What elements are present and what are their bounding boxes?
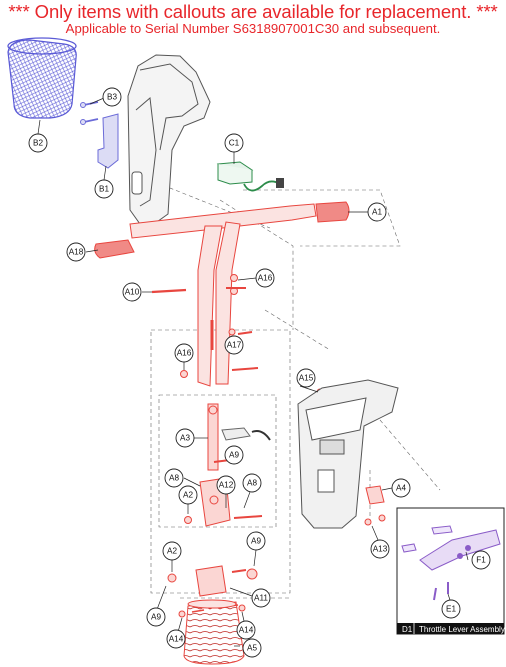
svg-text:E1: E1 xyxy=(446,605,456,614)
svg-text:A16: A16 xyxy=(177,349,192,358)
svg-text:A1: A1 xyxy=(372,208,382,217)
callout-B1: B1 xyxy=(94,179,114,199)
callout-A15-left: A14 xyxy=(166,629,186,649)
svg-text:C1: C1 xyxy=(229,139,240,148)
svg-text:F1: F1 xyxy=(476,556,486,565)
handlebar-part xyxy=(94,201,350,387)
callout-A7: A9 xyxy=(224,445,244,465)
svg-text:B3: B3 xyxy=(107,93,117,102)
basket-bracket-part xyxy=(80,101,119,169)
svg-text:A17: A17 xyxy=(227,341,242,350)
callout-A12: A12 xyxy=(216,475,236,495)
callout-A8: A8 xyxy=(242,473,262,493)
svg-text:A14: A14 xyxy=(169,635,184,644)
control-console-frame xyxy=(297,379,399,529)
svg-text:A15: A15 xyxy=(299,374,314,383)
svg-text:A8: A8 xyxy=(247,479,257,488)
callout-B3: B3 xyxy=(102,87,122,107)
svg-text:B2: B2 xyxy=(33,139,43,148)
svg-text:A4: A4 xyxy=(396,484,406,493)
hardware-parts xyxy=(151,274,386,618)
callout-A3: A3 xyxy=(175,428,195,448)
svg-text:A11: A11 xyxy=(254,594,268,603)
callout-A10: A10 xyxy=(122,282,142,302)
callout-A2-lower: A2 xyxy=(162,541,182,561)
svg-text:A13: A13 xyxy=(373,545,388,554)
svg-text:A5: A5 xyxy=(247,644,257,653)
callout-A16-lower: A16 xyxy=(174,343,194,363)
callout-A17: A17 xyxy=(224,335,244,355)
svg-text:A9: A9 xyxy=(229,451,239,460)
callout-A9-right: A9 xyxy=(246,531,266,551)
inset-tag: D1 xyxy=(402,625,413,634)
callout-A18: A18 xyxy=(66,242,86,262)
bellows-boot-part xyxy=(183,599,245,665)
callout-A2-upper: A2 xyxy=(178,485,198,505)
basket-part xyxy=(7,37,77,119)
callout-F1: F1 xyxy=(471,550,491,570)
callout-B2: B2 xyxy=(28,133,48,153)
callout-A5: A5 xyxy=(242,638,262,658)
inset-title: Throttle Lever Assembly xyxy=(419,625,505,634)
steering-column-frame xyxy=(127,54,211,225)
callout-E1: E1 xyxy=(441,599,461,619)
callout-A4: A4 xyxy=(391,478,411,498)
header-notice: *** Only items with callouts are availab… xyxy=(8,1,498,22)
svg-text:A2: A2 xyxy=(183,491,193,500)
svg-text:A9: A9 xyxy=(151,613,161,622)
callout-C1: C1 xyxy=(224,133,244,153)
callout-A16-upper: A16 xyxy=(255,268,275,288)
callout-A1: A1 xyxy=(367,202,387,222)
serial-applicability: Applicable to Serial Number S6318907001C… xyxy=(65,21,441,36)
callout-A6: A8 xyxy=(164,468,184,488)
callout-A13: A13 xyxy=(370,539,390,559)
callout-A11: A11 xyxy=(251,588,271,608)
wire-harness-part xyxy=(216,161,284,192)
svg-text:A3: A3 xyxy=(180,434,190,443)
svg-text:A2: A2 xyxy=(167,547,177,556)
svg-text:A10: A10 xyxy=(125,288,140,297)
svg-text:A14: A14 xyxy=(239,626,254,635)
callout-A15-right: A14 xyxy=(236,620,256,640)
callout-A9-left: A9 xyxy=(146,607,166,627)
svg-text:B1: B1 xyxy=(99,185,109,194)
svg-text:A9: A9 xyxy=(251,537,261,546)
svg-text:A12: A12 xyxy=(219,481,234,490)
svg-text:A16: A16 xyxy=(258,274,273,283)
svg-text:A18: A18 xyxy=(69,248,84,257)
callout-A14: A15 xyxy=(296,368,316,388)
svg-text:A8: A8 xyxy=(169,474,179,483)
